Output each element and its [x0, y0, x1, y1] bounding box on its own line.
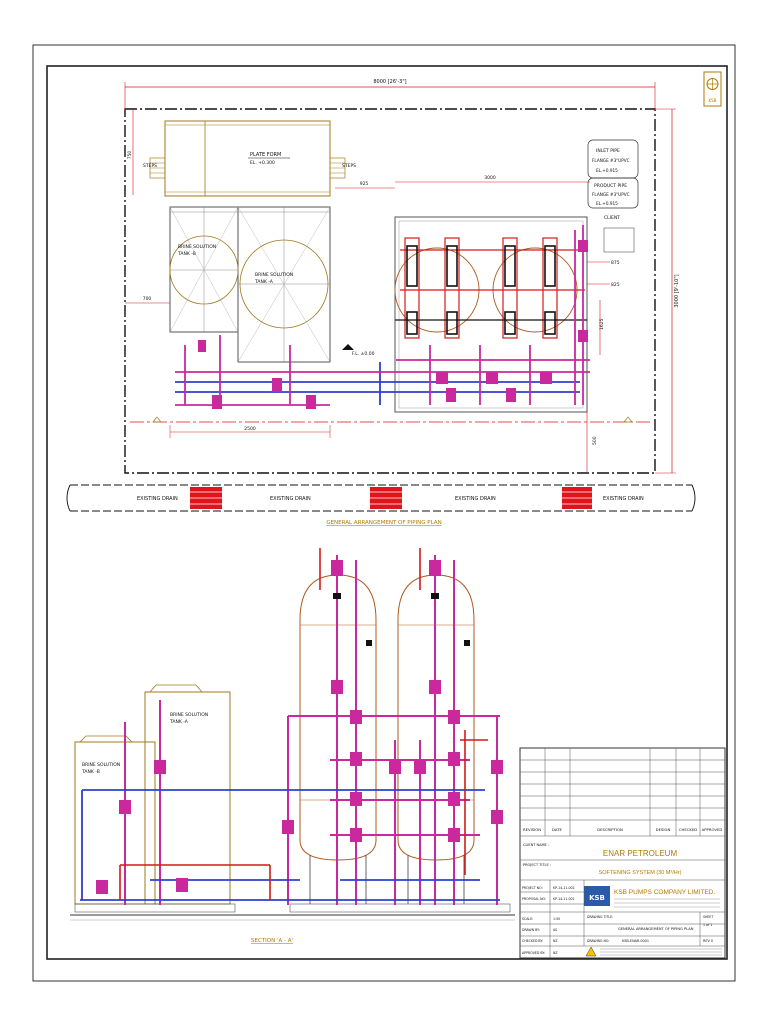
tb-company: KSB PUMPS COMPANY LIMITED. — [614, 889, 715, 896]
tb-rev-value: REV 0 — [703, 939, 713, 943]
platform-label-1: PLATE FORM — [250, 152, 281, 158]
product-label-2: FLANGE #3"UPVC — [592, 192, 630, 197]
tb-field-label-0: PROJECT NO: — [522, 886, 543, 890]
plan-view: 8000 [26'-3"] 3000 [9'-10"] 750 700 PLAT… — [124, 79, 680, 474]
overall-width-dim: 8000 [26'-3"] — [373, 79, 406, 85]
outer-frame — [32, 44, 736, 982]
right-dim: 3000 [9'-10"] — [674, 274, 680, 307]
platform-label-2: EL. +0.300 — [250, 160, 275, 166]
platform — [164, 120, 331, 197]
tb-header-description: DESCRIPTION — [597, 827, 623, 832]
tb-field-value-1: KP-14-11-002 — [553, 897, 575, 901]
inner-frame — [46, 65, 728, 960]
plan-boundary — [124, 108, 656, 474]
drain-label-1: EXISTING DRAIN — [137, 496, 178, 502]
dim-875: 875 — [611, 260, 620, 266]
inlet-label-2: FLANGE #3"UPVC — [592, 158, 630, 163]
tb-field-label-5: APPROVED BY: — [522, 951, 545, 955]
drain-label-3: EXISTING DRAIN — [455, 496, 496, 502]
brand-logo: KSB — [703, 71, 722, 107]
tb-header-design: DESIGN — [656, 827, 671, 832]
client-label: CLIENT — [604, 215, 620, 221]
tb-header-revision: REVISION — [523, 827, 541, 832]
dim-500: 500 — [592, 436, 598, 445]
drain-label-4: EXISTING DRAIN — [603, 496, 644, 502]
dim-825: 825 — [611, 282, 620, 288]
plan-title: GENERAL ARRANGEMENT OF PIPING PLAN — [326, 520, 441, 526]
svg-text:F.L. ±0.00: F.L. ±0.00 — [352, 351, 375, 357]
logo-text: KSB — [709, 98, 717, 103]
tb-project-label: PROJECT TITLE : — [523, 863, 551, 867]
dim-2500: 2500 — [244, 426, 256, 432]
softener-skid-plan — [394, 216, 588, 413]
product-label-1: PRODUCT PIPE — [594, 183, 627, 189]
svg-text:STEPS: STEPS — [143, 163, 157, 169]
warning-icon — [585, 946, 597, 957]
dim-700: 700 — [143, 296, 152, 302]
steps-left: STEPS — [143, 157, 166, 179]
product-label-3: EL.+0.915 — [596, 201, 618, 206]
tb-drawing-no-label: DRAWING NO: — [587, 939, 609, 943]
dim-925: 925 — [360, 181, 369, 187]
tb-field-value-5: NZ — [553, 951, 558, 955]
tb-field-label-1: PROPOSAL NO: — [522, 897, 546, 901]
product-pipe-callout — [587, 177, 639, 209]
dim-1625: 1625 — [599, 318, 605, 330]
svg-text:STEPS: STEPS — [342, 163, 356, 169]
drain-label-2: EXISTING DRAIN — [270, 496, 311, 502]
ksb-logo-text: KSB — [589, 894, 605, 902]
tb-field-label-3: DRAWN BY: — [522, 928, 540, 932]
tb-project-title: SOFTENING SYSTEM (30 M³/Hr) — [599, 870, 682, 876]
tb-field-label-2: SCALE: — [522, 917, 533, 921]
tb-sheet-value: 1 of 1 — [703, 923, 712, 927]
tb-field-label-4: CHECKED BY: — [522, 939, 543, 943]
tb-field-value-0: KP-14-11-002 — [553, 886, 575, 890]
steps-right: STEPS — [329, 157, 356, 179]
tb-drawing-title-label: DRAWING TITLE: — [587, 915, 613, 919]
tb-header-checked: CHECKED — [679, 827, 697, 832]
tb-header-approved: APPROVED — [702, 827, 723, 832]
vessel-1-section — [299, 574, 377, 861]
tb-header-date: DATE — [552, 827, 562, 832]
tb-field-value-3: AS — [553, 928, 557, 932]
dim-3000: 3000 — [484, 175, 496, 181]
tb-client-label: CLIENT NAME : — [523, 843, 549, 847]
vessel-2-section — [397, 574, 475, 861]
dim-750: 750 — [127, 151, 133, 160]
inlet-label-3: EL.+0.915 — [596, 168, 618, 173]
section-title: SECTION 'A - A' — [251, 938, 293, 944]
existing-drain: EXISTING DRAIN EXISTING DRAIN EXISTING D… — [66, 484, 696, 512]
tb-drawing-no: KSB-ENAR-0001 — [622, 939, 649, 943]
tb-client-name: ENAR PETROLEUM — [603, 849, 678, 858]
title-block: REVISION DATE DESCRIPTION DESIGN CHECKED… — [519, 747, 726, 959]
tb-sheet-label: SHEET — [703, 915, 713, 919]
inlet-label-1: INLET PIPE — [596, 148, 620, 154]
tb-field-value-2: 1:50 — [553, 917, 560, 921]
floor-level-marker: F.L. ±0.00 — [342, 344, 375, 357]
tb-drawing-title: GENERAL ARRANGEMENT OF PIPING PLAN — [618, 927, 694, 931]
tb-field-value-4: NZ — [553, 939, 558, 943]
ksb-logo-box — [584, 886, 610, 906]
